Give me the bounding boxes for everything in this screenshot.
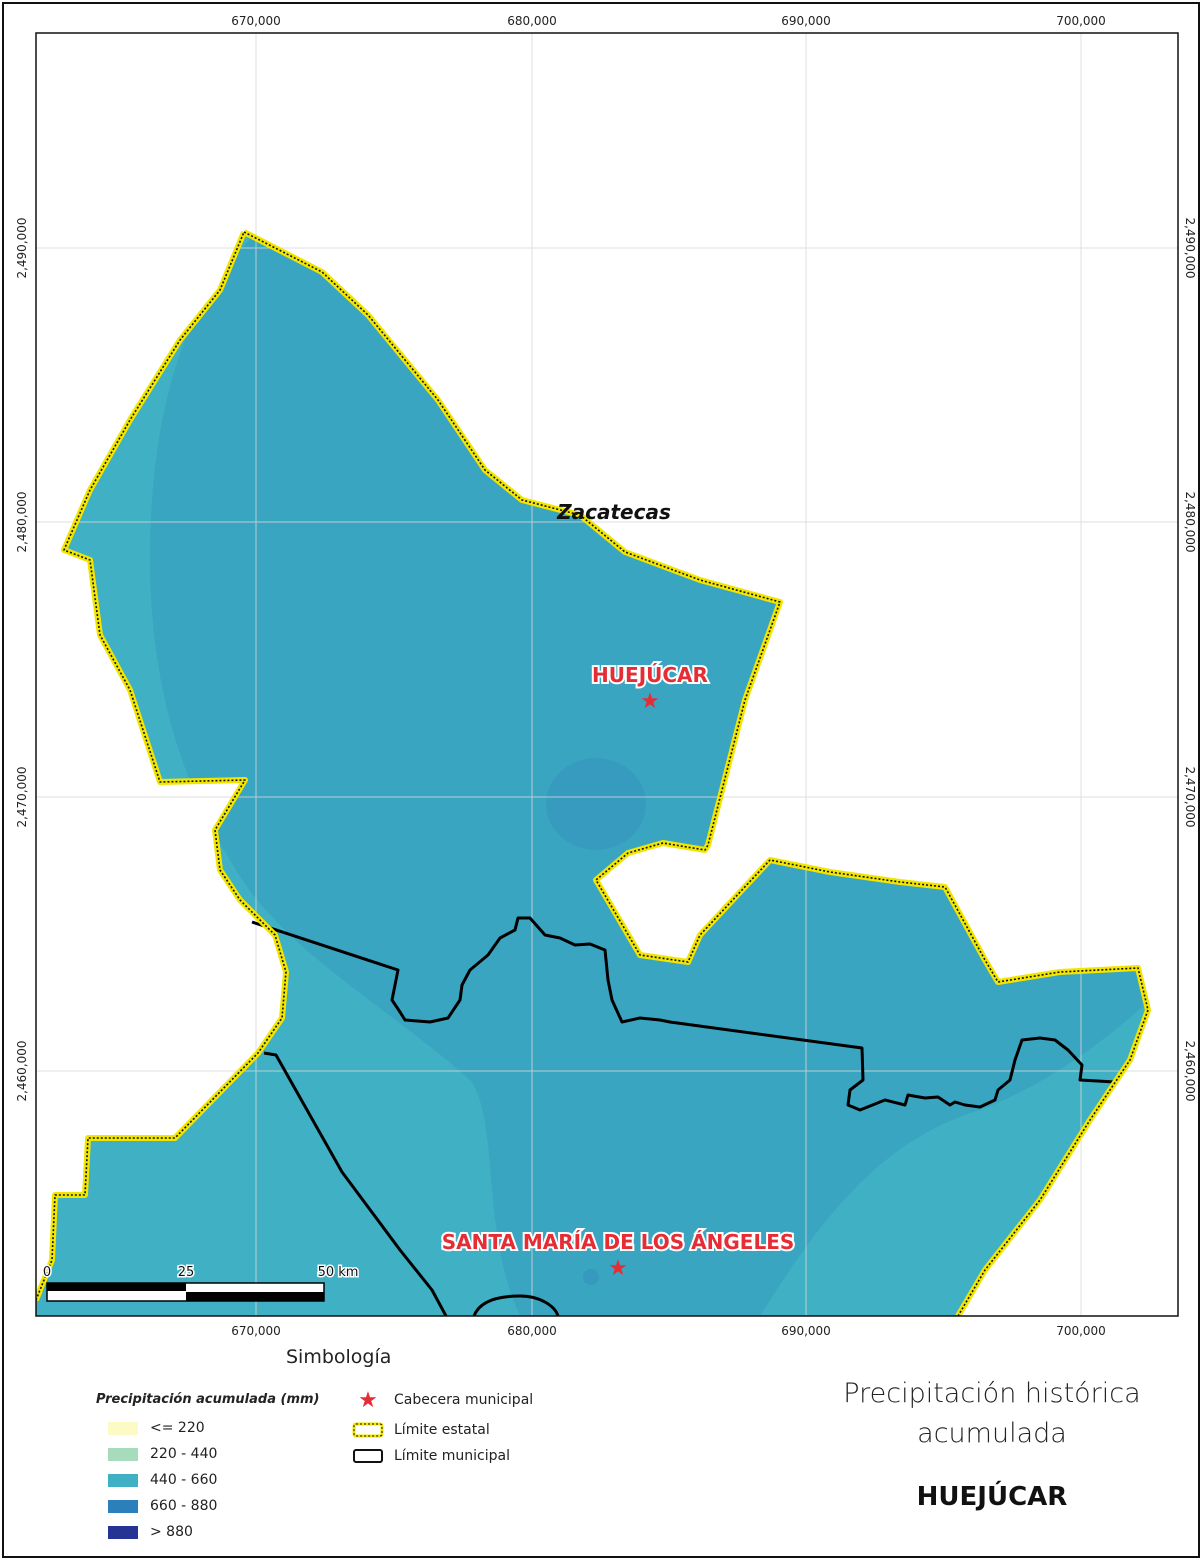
legend-swatch <box>108 1525 138 1539</box>
legend-symbol-row: Límite estatal <box>352 1420 490 1440</box>
y-tick: 2,490,000 <box>1183 217 1197 278</box>
legend-class-label: 220 - 440 <box>150 1446 218 1462</box>
legend-symbol-label: Límite municipal <box>394 1448 510 1464</box>
state-label: Zacatecas <box>556 500 671 524</box>
legend-class-row: <= 220 <box>108 1419 205 1437</box>
legend-class-label: <= 220 <box>150 1420 205 1436</box>
legend-precip-title: Precipitación acumulada (mm) <box>96 1392 320 1407</box>
x-tick: 670,000 <box>231 14 281 28</box>
legend-swatch <box>108 1421 138 1435</box>
precip-zone-660-880 <box>546 758 646 850</box>
state-boundary-icon <box>352 1421 384 1439</box>
scale-bar: 0 25 50 km <box>41 1264 360 1302</box>
y-ticks-right: 2,490,000 2,480,000 2,470,000 2,460,000 <box>1183 217 1197 1101</box>
y-tick: 2,470,000 <box>1183 766 1197 827</box>
scale-label-0: 0 <box>43 1265 51 1280</box>
x-ticks-bottom: 670,000 680,000 690,000 700,000 <box>231 1324 1106 1338</box>
legend-symbol-label: Límite estatal <box>394 1422 490 1438</box>
x-tick: 670,000 <box>231 1324 281 1338</box>
legend-section-title: Simbología <box>286 1346 392 1368</box>
x-tick: 700,000 <box>1056 14 1106 28</box>
place-santa-maria: SANTA MARÍA DE LOS ÁNGELES ★ <box>440 1228 797 1281</box>
precip-zone-660-880-small <box>583 1269 599 1285</box>
y-tick: 2,460,000 <box>1183 1040 1197 1101</box>
legend-class-row: 660 - 880 <box>108 1497 217 1515</box>
legend-symbol-row: Límite municipal <box>352 1446 510 1466</box>
x-tick: 690,000 <box>781 1324 831 1338</box>
legend-swatch <box>108 1447 138 1461</box>
state-boundary <box>36 229 1151 1316</box>
legend-class-label: 440 - 660 <box>150 1472 218 1488</box>
y-tick: 2,480,000 <box>1183 491 1197 552</box>
y-tick: 2,470,000 <box>15 766 29 827</box>
x-ticks-top: 670,000 680,000 690,000 700,000 <box>231 14 1106 28</box>
y-tick: 2,480,000 <box>15 491 29 552</box>
municipality-title: HUEJÚCAR <box>916 1482 1068 1512</box>
graticule <box>36 33 1178 1316</box>
map-neatline <box>35 32 1179 1317</box>
star-icon: ★ <box>640 689 660 714</box>
x-tick: 700,000 <box>1056 1324 1106 1338</box>
x-tick: 690,000 <box>781 14 831 28</box>
legend-class-label: > 880 <box>150 1524 193 1540</box>
x-tick: 680,000 <box>507 1324 557 1338</box>
scale-label-50: 50 km <box>318 1265 359 1280</box>
legend-class-row: > 880 <box>108 1523 193 1541</box>
legend-class-row: 440 - 660 <box>108 1471 217 1489</box>
legend-symbol-row: ★ Cabecera municipal <box>352 1387 534 1413</box>
star-icon: ★ <box>608 1256 628 1281</box>
legend-class-row: 220 - 440 <box>108 1445 217 1463</box>
map-title: Precipitación histórica acumulada <box>843 1378 1141 1449</box>
scale-label-25: 25 <box>178 1265 195 1280</box>
municipal-boundaries <box>251 916 1116 1316</box>
y-ticks-left: 2,490,000 2,480,000 2,470,000 2,460,000 <box>15 217 29 1101</box>
y-tick: 2,490,000 <box>15 217 29 278</box>
y-tick: 2,460,000 <box>15 1040 29 1101</box>
legend-swatch <box>108 1499 138 1513</box>
place-label-santa-maria: SANTA MARÍA DE LOS ÁNGELES <box>442 1230 795 1254</box>
legend-symbol-label: Cabecera municipal <box>394 1392 534 1408</box>
place-label-huejucar: HUEJÚCAR <box>592 663 708 687</box>
place-huejucar: HUEJÚCAR ★ <box>590 661 710 714</box>
legend-swatch <box>108 1473 138 1487</box>
municipal-boundary-icon <box>352 1447 384 1465</box>
star-icon: ★ <box>358 1387 378 1413</box>
legend-class-label: 660 - 880 <box>150 1498 218 1514</box>
x-tick: 680,000 <box>507 14 557 28</box>
